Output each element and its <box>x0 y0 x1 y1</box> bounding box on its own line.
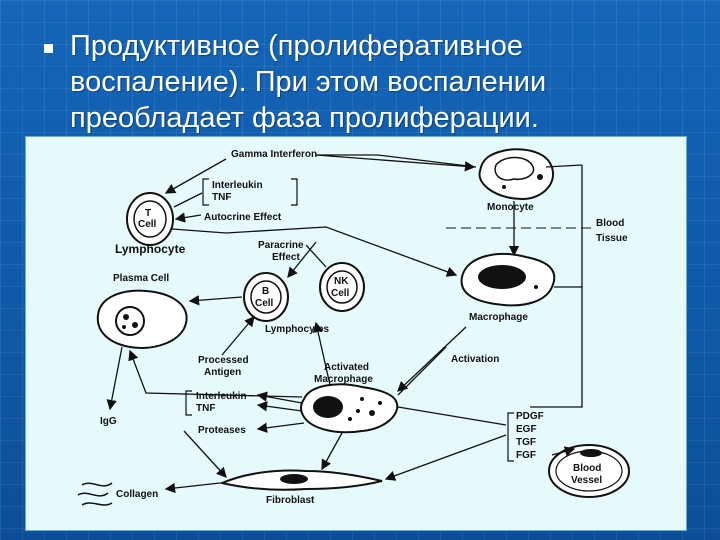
collagen-fibers <box>77 482 113 506</box>
label-proteases: Proteases <box>198 425 246 436</box>
label-blood-vessel-2: Vessel <box>571 475 602 486</box>
diagram-svg: Gamma Interferon Interleukin TNF Autocri… <box>77 148 630 506</box>
label-blood-vessel-1: Blood <box>573 463 601 474</box>
label-tnf-top: TNF <box>212 192 231 203</box>
label-lymphocyte: Lymphocyte <box>115 242 186 256</box>
label-tgf: TGF <box>516 437 536 448</box>
label-pdgf: PDGF <box>516 411 544 422</box>
label-t-cell-2: Cell <box>138 219 157 230</box>
label-paracrine-2: Effect <box>272 252 300 263</box>
label-tissue: Tissue <box>596 233 628 244</box>
label-egf: EGF <box>516 424 537 435</box>
label-b-cell-2: Cell <box>255 298 274 309</box>
b-cell: B Cell <box>243 272 289 322</box>
label-processed-2: Antigen <box>204 367 241 378</box>
inflammation-diagram: Gamma Interferon Interleukin TNF Autocri… <box>25 136 687 531</box>
label-collagen: Collagen <box>116 489 158 500</box>
label-b-cell-1: B <box>262 286 269 297</box>
label-activation: Activation <box>451 354 499 365</box>
label-processed-1: Processed <box>198 355 249 366</box>
blood-vessel: Blood Vessel <box>548 444 630 498</box>
label-macrophage: Macrophage <box>469 312 528 323</box>
label-gamma-interferon: Gamma Interferon <box>231 149 317 160</box>
bracket-top-left <box>202 178 209 206</box>
macrophage-cell <box>460 253 556 307</box>
label-fibroblast: Fibroblast <box>266 495 315 506</box>
label-lymphocytes: Lymphocytes <box>265 324 330 335</box>
label-interleukin-top: Interleukin <box>212 180 263 191</box>
fibroblast-cell <box>218 469 383 491</box>
nk-cell: NK Cell <box>319 262 365 312</box>
label-nk-cell-2: Cell <box>331 288 350 299</box>
bracket-top-right <box>291 178 298 206</box>
label-nk-cell-1: NK <box>334 276 349 287</box>
label-activated-2: Macrophage <box>314 374 373 385</box>
activated-macrophage-cell <box>300 383 399 434</box>
label-activated-1: Activated <box>324 362 369 373</box>
label-tnf-bottom: TNF <box>196 403 215 414</box>
label-monocyte: Monocyte <box>487 202 534 213</box>
monocyte-cell <box>478 148 555 201</box>
label-t-cell-1: T <box>145 208 151 219</box>
slide-title: Продуктивное (пролиферативное воспаление… <box>70 30 547 134</box>
label-autocrine-effect: Autocrine Effect <box>204 212 282 223</box>
label-igg: IgG <box>100 416 117 427</box>
bracket-bottom <box>185 390 192 416</box>
bracket-growth-factors <box>507 412 514 462</box>
label-plasma-cell: Plasma Cell <box>113 273 169 284</box>
bullet-square <box>44 44 53 53</box>
arrows <box>106 154 583 494</box>
label-blood: Blood <box>596 218 624 229</box>
label-fgf: FGF <box>516 450 536 461</box>
label-interleukin-bottom: Interleukin <box>196 391 247 402</box>
t-cell: T Cell <box>126 192 174 246</box>
plasma-cell <box>96 289 188 349</box>
label-paracrine-1: Paracrine <box>258 240 304 251</box>
